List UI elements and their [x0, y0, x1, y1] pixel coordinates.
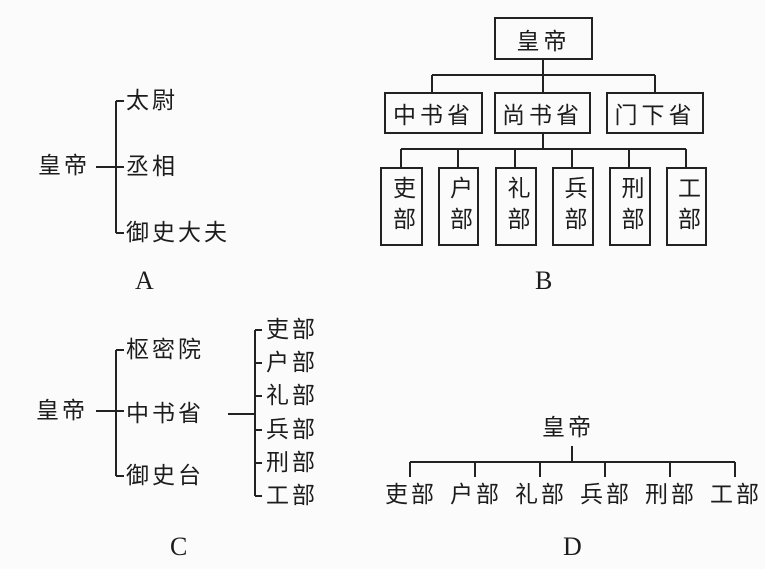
c-bu: 吏部 [266, 317, 318, 343]
b-bu: 兵部 [552, 167, 594, 246]
c-bu: 兵部 [266, 417, 318, 443]
d-bu: 刑部 [645, 482, 697, 508]
b-bu: 礼部 [495, 167, 537, 246]
label-b: B [535, 266, 553, 295]
d-bu: 吏部 [385, 482, 437, 508]
c-bu: 刑部 [266, 450, 318, 476]
a-item: 御史大夫 [126, 220, 230, 246]
c-bu: 户部 [266, 350, 318, 376]
b-bu: 户部 [438, 167, 479, 246]
label-c: C [170, 532, 188, 561]
label-d: D [563, 532, 582, 561]
b-root-emperor: 皇帝 [494, 17, 593, 60]
b-bu: 刑部 [609, 167, 651, 246]
b-sheng: 中书省 [384, 92, 483, 134]
a-item: 太尉 [126, 88, 178, 114]
c-bu: 礼部 [266, 383, 318, 409]
a-root-emperor: 皇帝 [38, 153, 90, 179]
b-bu: 工部 [666, 167, 707, 246]
a-item: 丞相 [126, 154, 178, 180]
b-bu: 吏部 [380, 167, 423, 246]
c-item: 中书省 [126, 401, 204, 427]
d-bu: 礼部 [515, 482, 567, 508]
c-item: 枢密院 [126, 337, 204, 363]
c-root-emperor: 皇帝 [36, 398, 88, 424]
d-root-emperor: 皇帝 [542, 415, 594, 441]
d-bu: 户部 [450, 482, 502, 508]
b-sheng: 门下省 [606, 92, 704, 134]
b-sheng: 尚书省 [494, 92, 591, 134]
d-bu: 兵部 [580, 482, 632, 508]
c-bu: 工部 [266, 483, 318, 509]
label-a: A [135, 266, 154, 295]
d-bu: 工部 [710, 482, 762, 508]
c-item: 御史台 [126, 463, 204, 489]
